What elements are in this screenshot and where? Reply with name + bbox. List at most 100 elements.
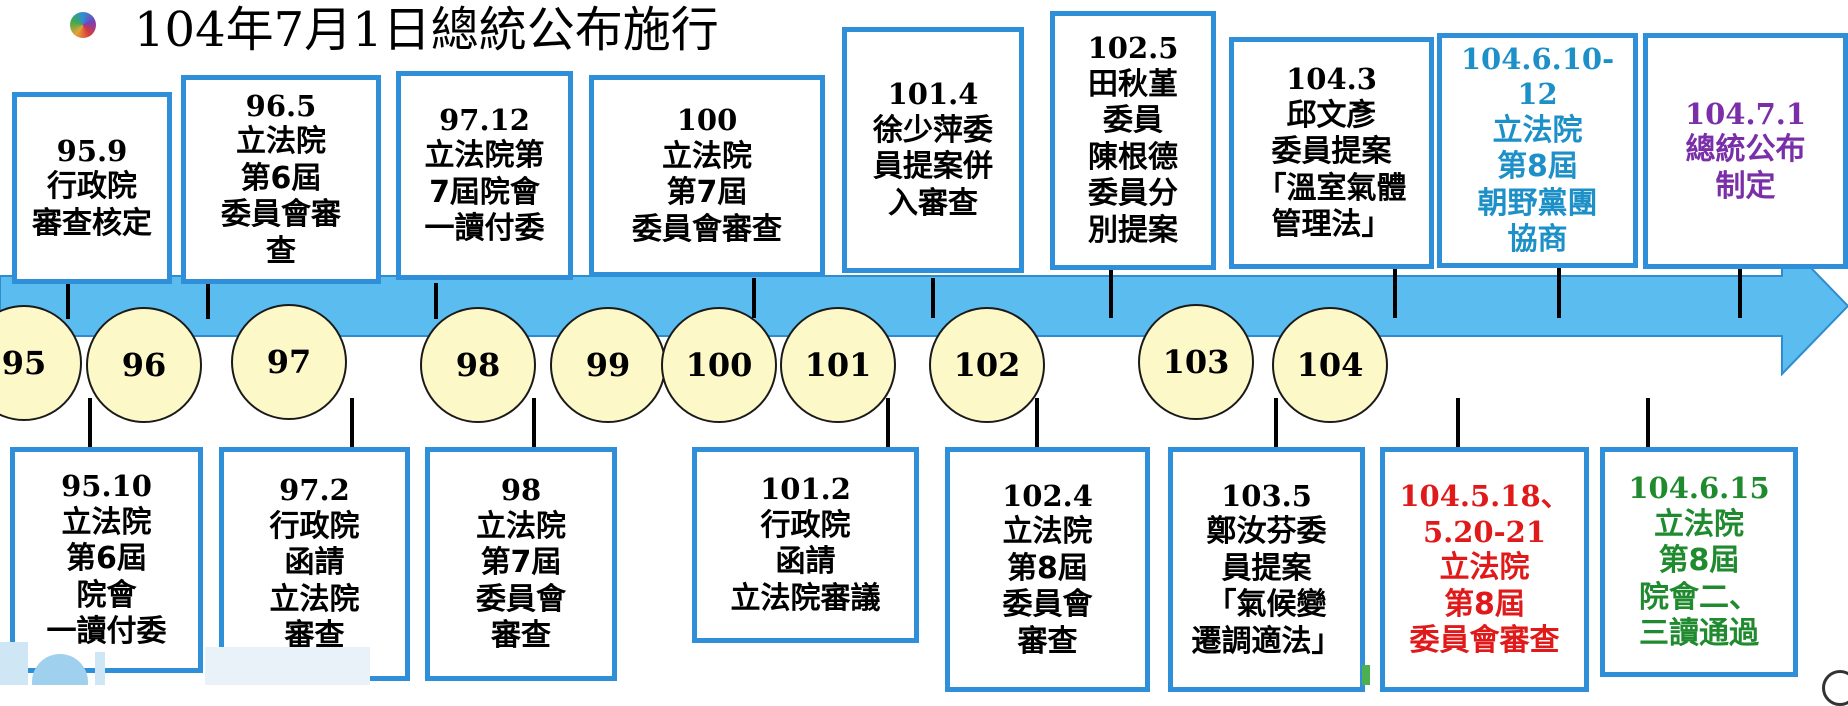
connector bbox=[1557, 268, 1561, 318]
event-box-top: 104.7.1 總統公布 制定 bbox=[1643, 33, 1848, 269]
event-date: 104.3 bbox=[1286, 62, 1377, 97]
year-label: 100 bbox=[685, 346, 753, 384]
event-line: 第6屆 bbox=[66, 541, 147, 577]
event-line: 查 bbox=[266, 233, 296, 269]
event-date: 95.10 bbox=[61, 469, 152, 504]
event-line: 委員會 bbox=[476, 581, 566, 617]
event-box-bottom: 104.6.15 立法院 第8屆 院會二、 三讀通過 bbox=[1600, 447, 1798, 677]
event-line: 邱文彥 bbox=[1286, 97, 1377, 133]
year-circle: 96 bbox=[86, 307, 202, 423]
connector bbox=[1274, 398, 1278, 448]
event-line: 立法院 bbox=[269, 581, 360, 617]
year-label: 99 bbox=[585, 346, 631, 384]
year-label: 98 bbox=[455, 346, 501, 384]
connector bbox=[66, 283, 70, 319]
event-line: 行政院 bbox=[47, 169, 137, 205]
event-box-top: 101.4 徐少萍委 員提案併 入審查 bbox=[842, 27, 1024, 273]
year-label: 101 bbox=[804, 346, 872, 384]
event-date: 100 bbox=[676, 103, 738, 138]
event-line: 7屆院會 bbox=[429, 174, 540, 210]
year-label: 103 bbox=[1162, 343, 1230, 381]
event-date: 102.5 bbox=[1087, 31, 1179, 66]
event-line: 委員 bbox=[1103, 103, 1163, 139]
year-label: 102 bbox=[953, 346, 1021, 384]
connector bbox=[752, 278, 756, 318]
event-line: 行政院 bbox=[269, 508, 360, 544]
year-circle: 103 bbox=[1138, 304, 1254, 420]
event-line: 立法院 bbox=[236, 124, 326, 159]
event-line: 委員會 bbox=[1002, 587, 1093, 623]
event-line: 鄭汝芬委 bbox=[1206, 514, 1327, 549]
event-line: 立法院第 bbox=[424, 138, 545, 174]
event-line: 一讀付委 bbox=[424, 211, 545, 247]
event-line: 別提案 bbox=[1088, 213, 1178, 249]
event-line: 立法院 bbox=[61, 504, 152, 540]
event-date: 102.4 bbox=[1002, 478, 1093, 513]
event-box-top: 104.6.10-12 立法院 第8屆 朝野黨團 協商 bbox=[1437, 33, 1638, 268]
connector bbox=[1738, 268, 1742, 318]
event-date: 96.5 bbox=[245, 88, 317, 123]
connector bbox=[88, 398, 92, 448]
connector bbox=[1646, 398, 1650, 448]
event-date: 95.9 bbox=[56, 133, 128, 168]
event-line: 第8屆 bbox=[1444, 586, 1525, 622]
event-line: 審查 bbox=[491, 618, 551, 654]
event-line: 立法院 bbox=[662, 138, 752, 174]
year-label: 104 bbox=[1296, 346, 1364, 384]
year-circle: 100 bbox=[661, 307, 777, 423]
event-date: 103.5 bbox=[1221, 478, 1312, 513]
year-label: 97 bbox=[266, 343, 312, 381]
event-box-bottom: 104.5.18、 5.20-21 立法院 第8屆 委員會審查 bbox=[1380, 447, 1589, 692]
event-line: 立法院 bbox=[1439, 549, 1530, 585]
event-line: 總統公布 bbox=[1685, 132, 1806, 168]
event-date: 104.5.18、 bbox=[1399, 479, 1570, 514]
event-line: 立法院 bbox=[1492, 112, 1583, 148]
event-line: 審查 bbox=[1017, 623, 1078, 659]
event-box-top: 102.5 田秋堇 委員 陳根德 委員分 別提案 bbox=[1050, 11, 1216, 270]
event-date: 104.6.10-12 bbox=[1460, 41, 1615, 112]
year-label: 96 bbox=[121, 346, 167, 384]
connector bbox=[350, 398, 354, 448]
event-line: 「溫室氣體 bbox=[1256, 170, 1407, 206]
connector bbox=[1109, 268, 1113, 318]
connector bbox=[434, 283, 438, 319]
event-box-top: 104.3 邱文彥 委員提案 「溫室氣體 管理法」 bbox=[1229, 37, 1434, 269]
year-label: 95 bbox=[1, 344, 47, 382]
event-date: 98 bbox=[500, 473, 542, 508]
connector bbox=[931, 278, 935, 318]
event-line: 第7屆 bbox=[480, 545, 562, 581]
event-line: 審查核定 bbox=[32, 205, 152, 241]
event-box-top: 95.9 行政院 審查核定 bbox=[12, 92, 172, 284]
event-date: 97.12 bbox=[439, 102, 530, 137]
connector bbox=[1456, 398, 1460, 448]
event-line: 委員會審 bbox=[221, 197, 341, 233]
event-line: 陳根德 bbox=[1088, 139, 1178, 175]
event-line: 院會 bbox=[76, 577, 137, 613]
event-line: 立法院 bbox=[1002, 514, 1093, 549]
event-line: 院會二、 bbox=[1639, 579, 1759, 615]
event-line: 5.20-21 bbox=[1422, 514, 1547, 549]
event-box-bottom: 98 立法院 第7屆 委員會 審查 bbox=[425, 447, 617, 681]
event-line: 入審查 bbox=[888, 185, 978, 221]
year-circle: 102 bbox=[929, 307, 1045, 423]
event-box-bottom: 101.2 行政院 函請 立法院審議 bbox=[692, 447, 919, 643]
event-line: 函請 bbox=[284, 545, 345, 581]
event-line: 第8屆 bbox=[1007, 550, 1088, 586]
event-line: 第8屆 bbox=[1497, 149, 1578, 185]
event-line: 立法院 bbox=[476, 508, 566, 544]
event-line: 制定 bbox=[1715, 168, 1776, 204]
event-box-top: 96.5 立法院 第6屆 委員會審 查 bbox=[181, 75, 381, 284]
event-box-bottom: 95.10 立法院 第6屆 院會 一讀付委 bbox=[10, 447, 203, 673]
event-line: 協商 bbox=[1507, 222, 1568, 258]
event-line: 委員提案 bbox=[1271, 134, 1392, 170]
event-line: 立法院 bbox=[1654, 506, 1744, 542]
event-box-top: 97.12 立法院第 7屆院會 一讀付委 bbox=[396, 71, 573, 280]
event-date: 97.2 bbox=[279, 473, 350, 508]
year-circle: 101 bbox=[780, 307, 896, 423]
event-box-bottom: 102.4 立法院 第8屆 委員會 審查 bbox=[945, 447, 1150, 692]
connector bbox=[206, 283, 210, 319]
event-line: 立法院審議 bbox=[730, 580, 881, 616]
slide-title-row: 104年7月1日總統公布施行 bbox=[70, 0, 719, 58]
event-box-bottom: 97.2 行政院 函請 立法院 審查 bbox=[219, 447, 410, 681]
event-date: 104.7.1 bbox=[1684, 96, 1807, 131]
